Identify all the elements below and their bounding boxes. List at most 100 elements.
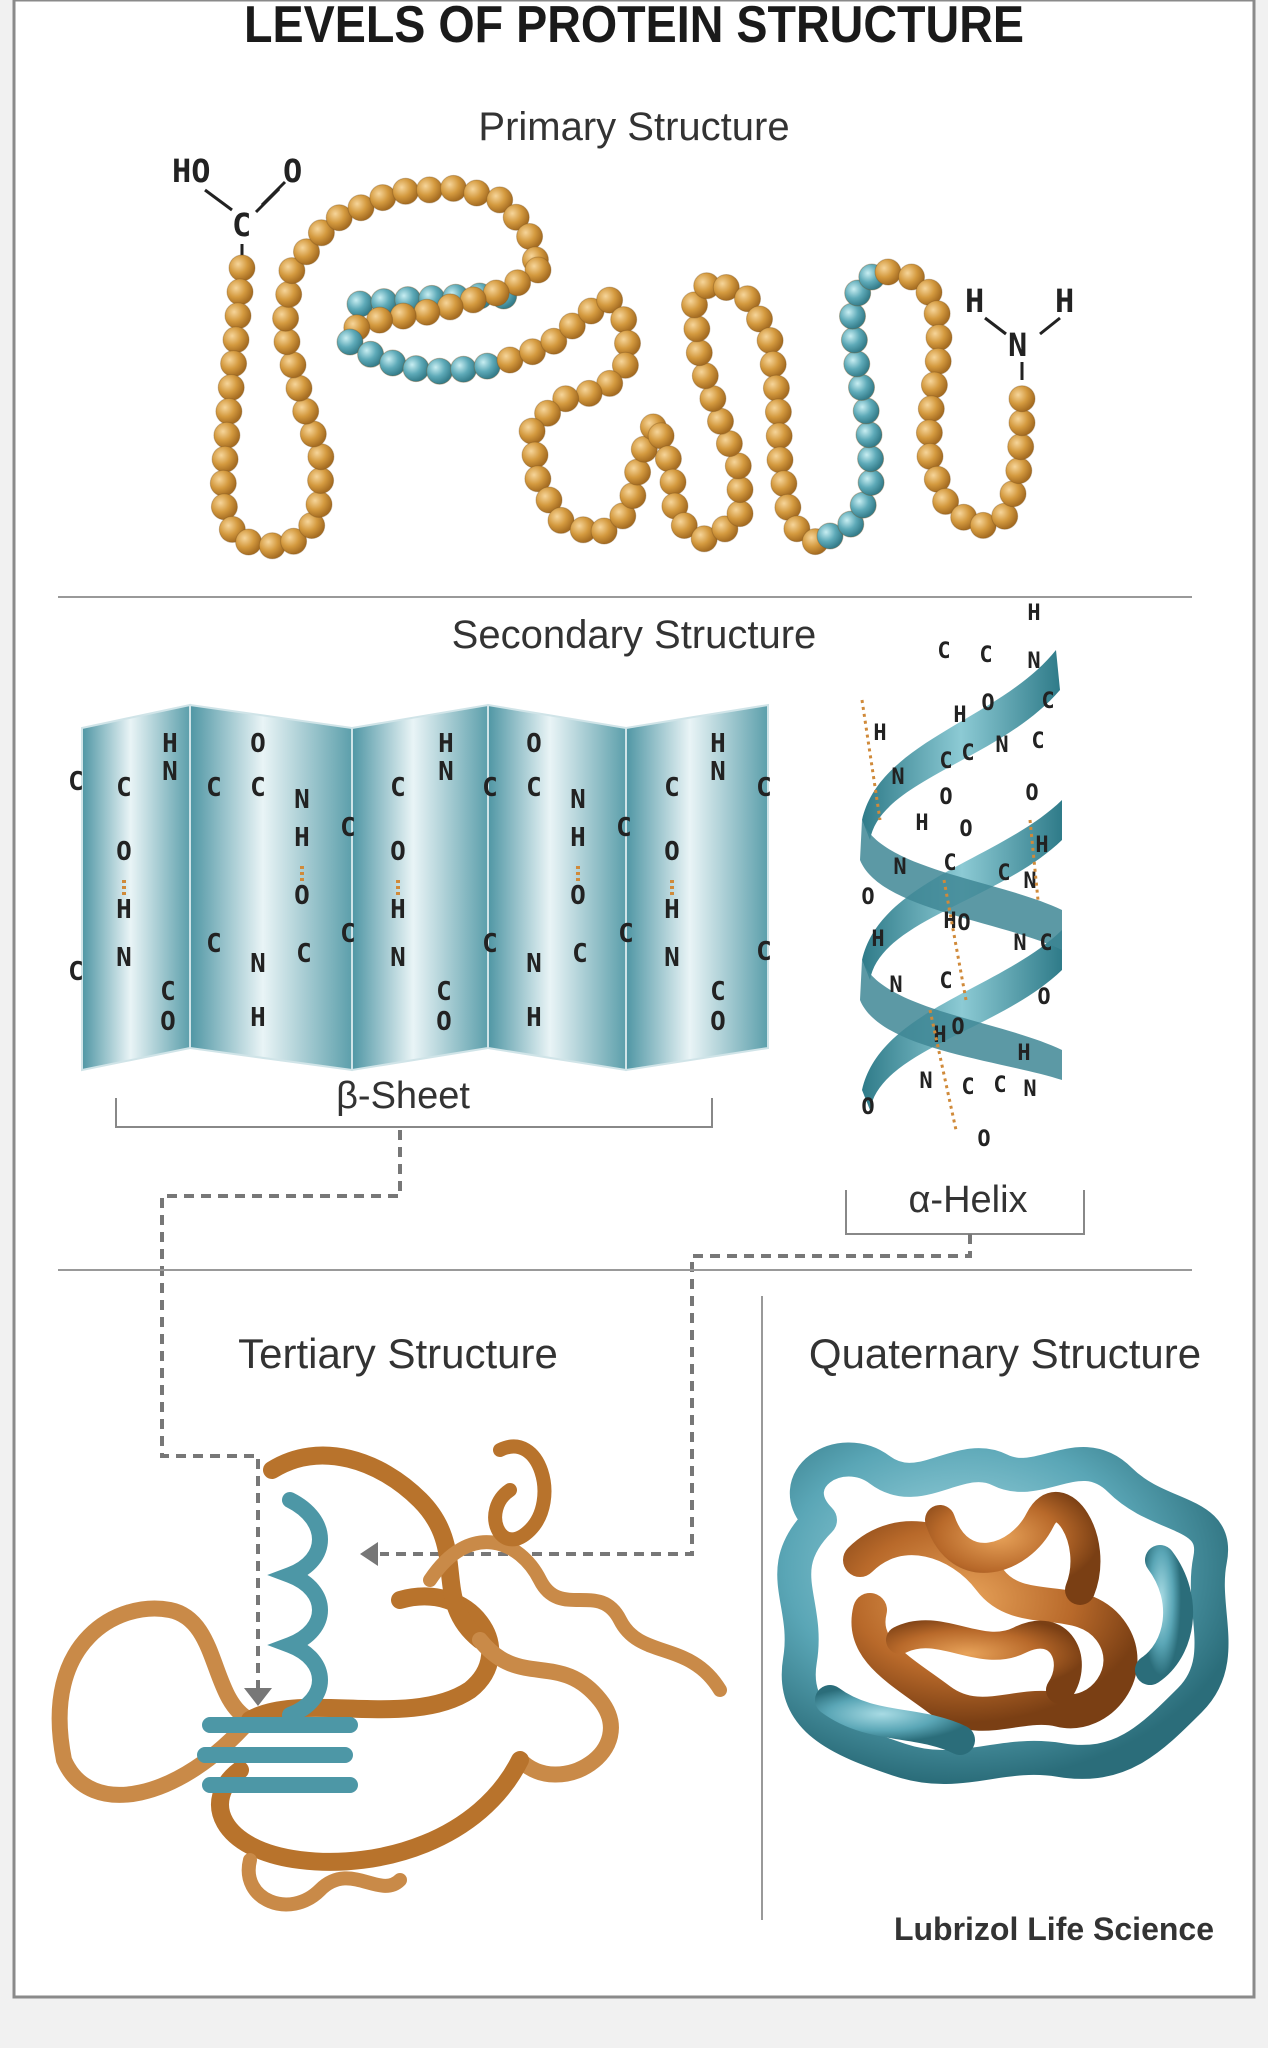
amino-acid-bead xyxy=(272,304,300,332)
amino-acid-bead xyxy=(389,302,417,330)
amino-acid-bead xyxy=(524,256,552,284)
sheet-atom-label: N xyxy=(710,757,726,787)
amino-acid-bead xyxy=(624,458,652,486)
amino-acid-bead xyxy=(852,397,880,425)
helix-atom-label: O xyxy=(861,1095,874,1120)
sheet-atom-label: O xyxy=(710,1007,726,1037)
amino-acid-bead xyxy=(275,280,303,308)
amino-acid-bead xyxy=(459,286,487,314)
n-label: N xyxy=(1008,326,1027,364)
sheet-atom-label: H xyxy=(710,729,726,759)
sheet-atom-label: C xyxy=(436,977,452,1007)
amino-acid-bead xyxy=(279,351,307,379)
helix-atom-label: H xyxy=(873,721,886,746)
amino-acid-bead xyxy=(685,339,713,367)
amino-acid-bead xyxy=(519,338,546,366)
sheet-atom-label: O xyxy=(526,729,542,759)
primary-structure-label: Primary Structure xyxy=(478,105,789,149)
amino-acid-bead xyxy=(220,350,248,378)
beta-sheet-bracket xyxy=(115,1098,713,1128)
amino-acid-bead xyxy=(1008,409,1036,437)
amino-acid-bead xyxy=(999,480,1027,508)
c-label: C xyxy=(232,206,251,244)
amino-acid-bead xyxy=(764,398,792,426)
amino-acid-bead xyxy=(770,470,798,498)
helix-atom-label: O xyxy=(977,1127,990,1152)
sheet-atom-label: H xyxy=(570,823,586,853)
helix-atom-label: O xyxy=(951,1015,964,1040)
sheet-atom-label: C xyxy=(206,929,222,959)
amino-acid-bead xyxy=(596,286,624,314)
sheet-atom-label: N xyxy=(116,943,132,973)
sheet-atom-label: N xyxy=(526,949,542,979)
sheet-atom-label: C xyxy=(296,939,312,969)
amino-acid-bead xyxy=(857,445,885,473)
sheet-atom-label: C xyxy=(618,919,634,949)
helix-atom-label: H xyxy=(933,1023,946,1048)
sheet-atom-label: C xyxy=(250,773,266,803)
sheet-atom-label: O xyxy=(390,837,406,867)
amino-acid-bead xyxy=(518,417,546,445)
sheet-atom-label: C xyxy=(340,813,356,843)
amino-acid-bead xyxy=(307,219,335,247)
amino-acid-bead xyxy=(228,254,256,282)
h-left-label: H xyxy=(965,282,984,320)
amino-acid-bead xyxy=(540,327,568,355)
sheet-atom-label: N xyxy=(294,785,310,815)
amino-acid-bead xyxy=(293,238,320,266)
amino-acid-bead xyxy=(209,469,237,497)
secondary-structure-label: Secondary Structure xyxy=(452,613,817,657)
sheet-atom-label: C xyxy=(756,937,772,967)
amino-acid-bead xyxy=(707,407,734,435)
sheet-atom-label: N xyxy=(664,943,680,973)
amino-acid-bead xyxy=(691,362,719,390)
helix-atom-label: O xyxy=(957,911,970,936)
figure-title: LEVELS OF PROTEIN STRUCTURE xyxy=(244,0,1024,54)
amino-acid-bead xyxy=(210,493,238,521)
helix-atom-label: O xyxy=(939,785,952,810)
helix-atom-label: H xyxy=(1035,833,1048,858)
helix-to-tertiary-connector xyxy=(380,1234,972,1556)
amino-acid-bead xyxy=(235,528,263,556)
amino-acid-bead xyxy=(504,269,532,297)
amino-acid-bead xyxy=(535,486,563,514)
sheet-atom-label: O xyxy=(116,837,132,867)
amino-acid-bead xyxy=(762,374,790,402)
sheet-atom-label: O xyxy=(160,1007,176,1037)
amino-acid-bead xyxy=(923,300,951,328)
helix-atom-label: C xyxy=(979,643,992,668)
helix-atom-label: C xyxy=(937,639,950,664)
amino-acid-bead xyxy=(917,395,945,423)
h-right-label: H xyxy=(1055,282,1074,320)
amino-acid-bead xyxy=(734,285,761,313)
amino-acid-bead xyxy=(611,351,639,379)
sheet-atom-label: C xyxy=(68,767,84,797)
sheet-atom-label: H xyxy=(294,823,310,853)
sheet-atom-label: O xyxy=(570,881,586,911)
helix-atom-label: C xyxy=(997,861,1010,886)
amino-acid-bead xyxy=(766,446,794,474)
helix-atom-label: N xyxy=(891,765,904,790)
helix-atom-label: O xyxy=(1037,985,1050,1010)
helix-atom-label: C xyxy=(943,851,956,876)
amino-acid-bead xyxy=(211,445,239,473)
helix-atom-label: O xyxy=(981,691,994,716)
amino-acid-bead xyxy=(915,419,943,447)
helix-atom-label: O xyxy=(861,885,874,910)
amino-acid-bead xyxy=(217,374,245,401)
amino-acid-bead xyxy=(816,522,844,550)
amino-acid-bead xyxy=(837,510,865,538)
sheet-atom-label: H xyxy=(162,729,178,759)
sheet-atom-label: C xyxy=(206,773,222,803)
helix-atom-label: C xyxy=(939,749,952,774)
amino-acid-bead xyxy=(932,487,960,515)
helix-atom-label: H xyxy=(943,909,956,934)
sheet-atom-label: N xyxy=(250,949,266,979)
helix-atom-label: C xyxy=(993,1073,1006,1098)
sheet-atom-label: H xyxy=(116,895,132,925)
amino-acid-bead xyxy=(857,469,885,496)
amino-acid-bead xyxy=(486,186,514,214)
helix-atom-label: N xyxy=(1027,649,1040,674)
